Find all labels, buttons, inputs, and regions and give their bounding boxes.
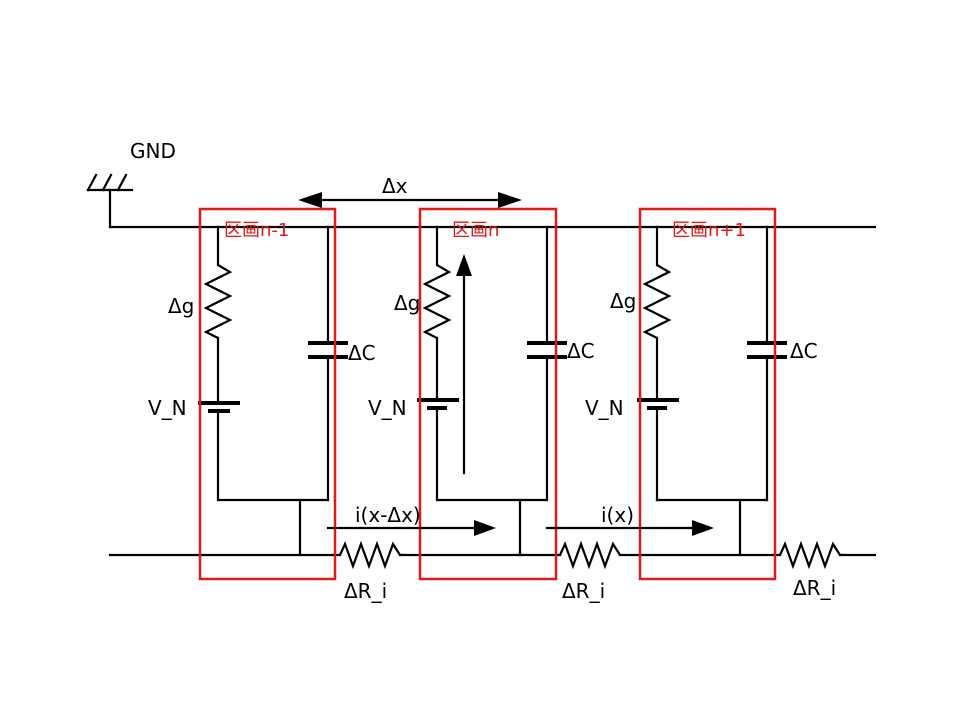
- resistor-ri-label-3: ΔR_i: [793, 576, 836, 600]
- current-label-prev: i(x-Δx): [355, 503, 421, 527]
- capacitance-label-next: ΔC: [790, 339, 818, 363]
- conductance-label-prev: Δg: [168, 294, 194, 318]
- axial-current-arrow-curr: [545, 520, 714, 536]
- capacitance-label-curr: ΔC: [567, 339, 595, 363]
- capacitance-label-prev: ΔC: [348, 341, 376, 365]
- resistor-ri-2: [558, 540, 621, 570]
- resistor-ri-3: [778, 540, 841, 570]
- resistor-ri-1: [338, 540, 401, 570]
- section-label-curr: 区画n: [452, 220, 499, 241]
- conductance-label-next: Δg: [610, 289, 636, 313]
- section-curr: [417, 225, 567, 557]
- section-label-next: 区画n+1: [672, 220, 746, 241]
- voltage-label-prev: V_N: [148, 396, 187, 420]
- dx-dimension-arrow: [298, 192, 522, 208]
- ground-icon: [86, 173, 134, 229]
- resistor-ri-label-1: ΔR_i: [344, 579, 387, 603]
- section-prev: [198, 225, 348, 557]
- current-label-curr: i(x): [601, 503, 634, 527]
- section-box-prev: [198, 207, 337, 581]
- voltage-label-curr: V_N: [368, 396, 407, 420]
- dx-label: Δx: [382, 174, 408, 198]
- conductance-label-curr: Δg: [394, 291, 420, 315]
- section-box-next: [638, 207, 777, 581]
- membrane-current-arrow: [456, 254, 472, 475]
- section-box-curr: [418, 207, 558, 581]
- axial-current-arrow-prev: [326, 520, 496, 536]
- resistor-ri-label-2: ΔR_i: [562, 579, 605, 603]
- section-next: [637, 225, 787, 557]
- gnd-label: GND: [130, 139, 176, 163]
- voltage-label-next: V_N: [585, 396, 624, 420]
- section-label-prev: 区画n-1: [224, 220, 289, 241]
